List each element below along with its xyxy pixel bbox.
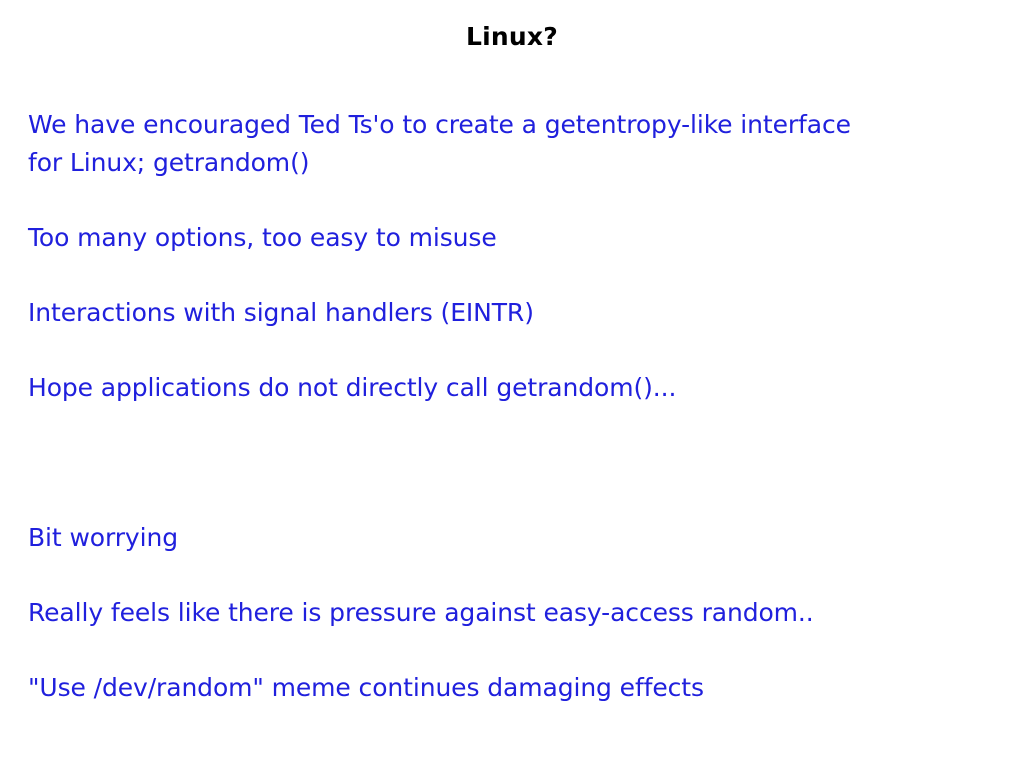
bullet-line: We have encouraged Ted Ts'o to create a … [28,110,851,139]
bullet-paragraph-getentropy-like-interface: We have encouraged Ted Ts'o to create a … [28,106,996,182]
bullet-line: "Use /dev/random" meme continues damagin… [28,673,704,702]
bullet-paragraph-dev-random-meme: "Use /dev/random" meme continues damagin… [28,669,996,707]
bullet-line: Really feels like there is pressure agai… [28,598,814,627]
blank-separator-line [28,444,996,482]
bullet-paragraph-hope-applications: Hope applications do not directly call g… [28,369,996,407]
bullet-line: Interactions with signal handlers (EINTR… [28,298,534,327]
bullet-paragraph-bit-worrying: Bit worrying [28,519,996,557]
slide-body: We have encouraged Ted Ts'o to create a … [28,106,996,744]
slide-title: Linux? [466,22,558,51]
bullet-line: Too many options, too easy to misuse [28,223,497,252]
blank-line [28,444,996,482]
bullet-paragraph-pressure-against-easy-access: Really feels like there is pressure agai… [28,594,996,632]
bullet-paragraph-signal-handlers: Interactions with signal handlers (EINTR… [28,294,996,332]
bullet-line: for Linux; getrandom() [28,148,310,177]
bullet-line: Bit worrying [28,523,178,552]
bullet-paragraph-too-many-options: Too many options, too easy to misuse [28,219,996,257]
bullet-line: Hope applications do not directly call g… [28,373,677,402]
